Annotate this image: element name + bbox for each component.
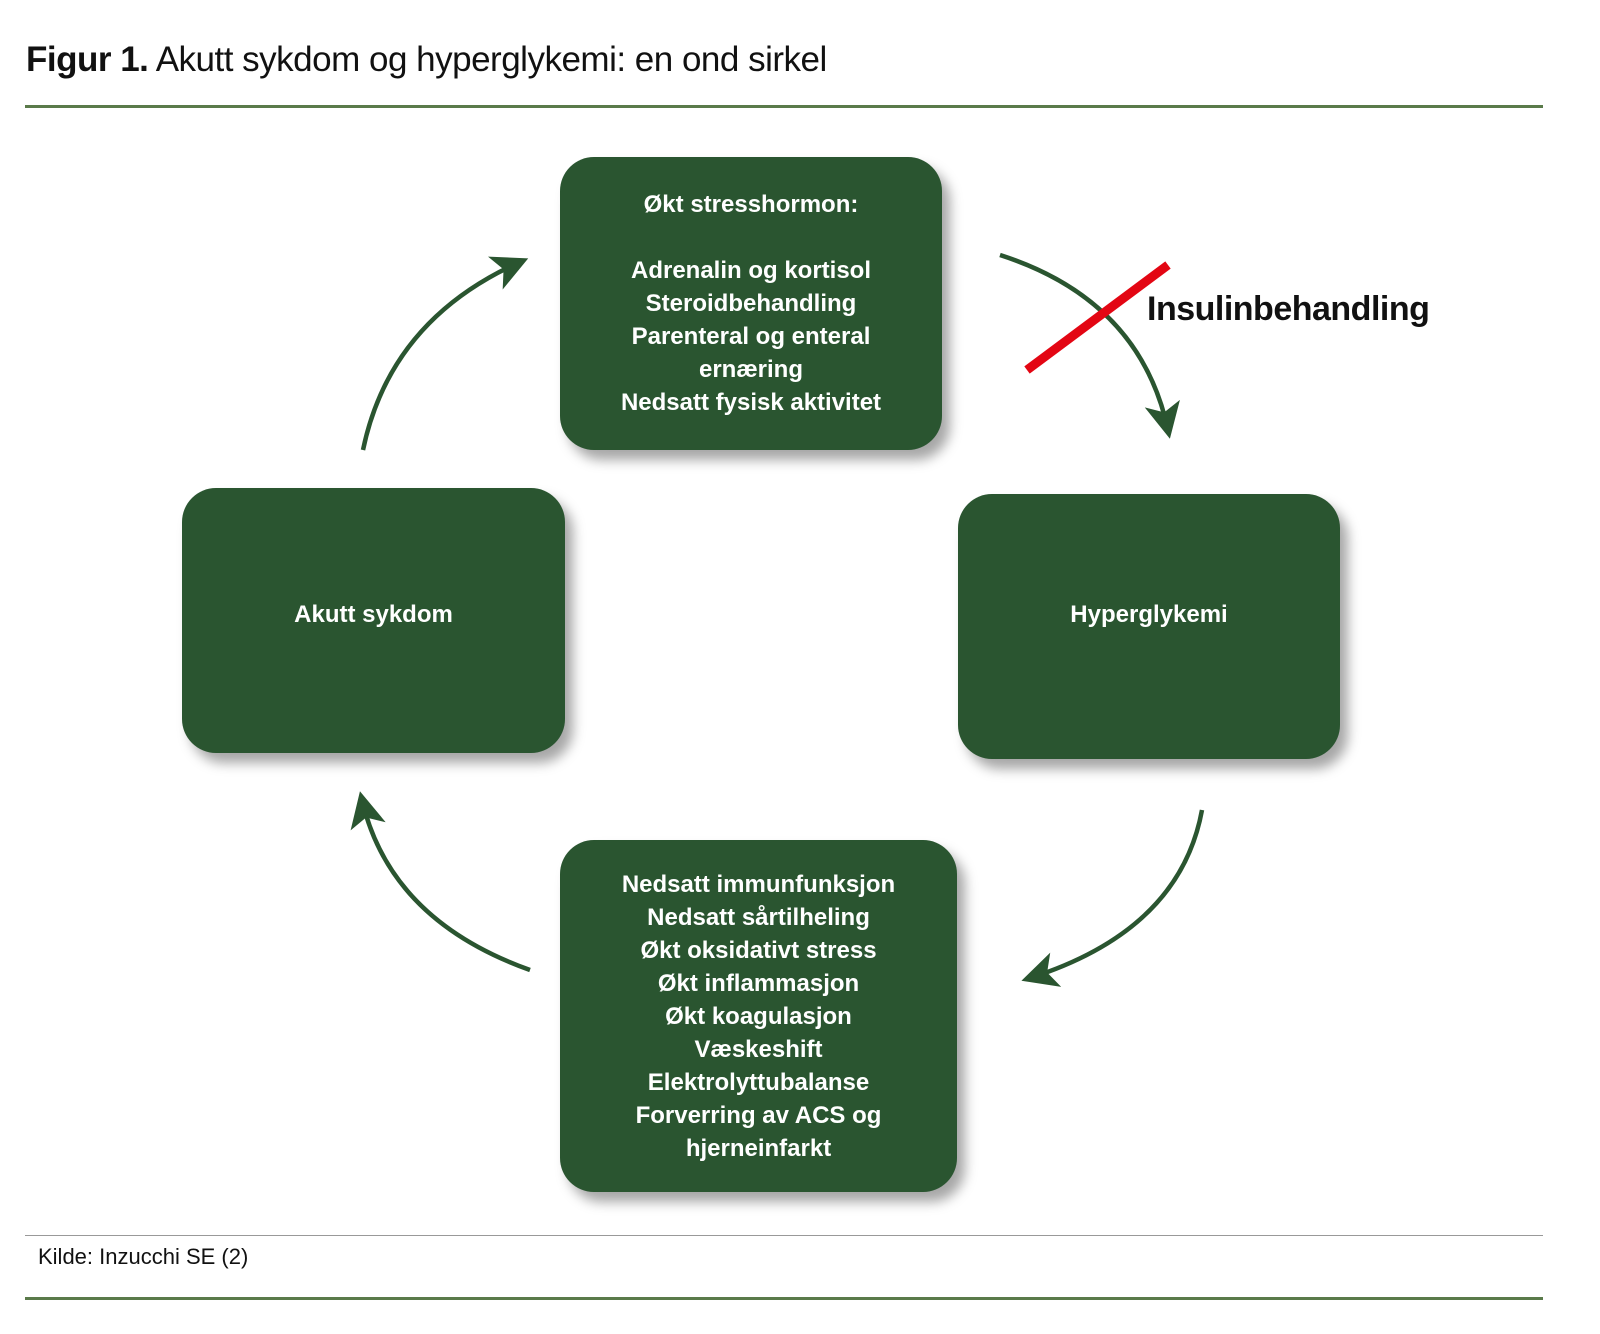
box-line: Nedsatt fysisk aktivitet: [620, 389, 882, 416]
box-line: Elektrolyttubalanse: [647, 1068, 870, 1096]
box-line: Adrenalin og kortisol: [630, 257, 872, 284]
box-line: Parenteral og enteral: [631, 323, 871, 350]
arrow-top-to-right: [999, 252, 1180, 439]
box-line: Nedsatt immunfunksjon: [621, 870, 896, 898]
box-line: Væskeshift: [694, 1035, 823, 1063]
box-line: Forverring av ACS og: [635, 1101, 882, 1129]
box-acute-illness: Akutt sykdom: [182, 488, 565, 753]
box-line: ernæring: [698, 356, 803, 383]
figure-title: Figur 1. Akutt sykdom og hyperglykemi: e…: [26, 40, 827, 80]
arrow-bottom-to-left: [350, 791, 531, 973]
box-label: Akutt sykdom: [294, 601, 453, 628]
blocked-cross-icon: [1024, 261, 1171, 374]
arrow-left-to-top: [360, 256, 529, 451]
box-line: Økt inflammasjon: [657, 969, 860, 997]
figure-title-text: Akutt sykdom og hyperglykemi: en ond sir…: [155, 40, 828, 79]
insulin-treatment-label: Insulinbehandling: [1147, 290, 1430, 328]
box-hyperglycemia: Hyperglykemi: [958, 494, 1340, 759]
figure-label: Figur 1.: [26, 40, 149, 79]
top-divider: [25, 105, 1543, 108]
arrow-right-to-bottom: [1021, 809, 1205, 987]
source-note: Kilde: Inzucchi SE (2): [38, 1244, 249, 1269]
box-line: Økt koagulasjon: [665, 1002, 852, 1030]
box-line: Økt oksidativt stress: [640, 936, 877, 964]
box-heading: Økt stresshormon:: [643, 191, 859, 218]
box-line: hjerneinfarkt: [685, 1134, 832, 1162]
box-line: Steroidbehandling: [645, 290, 857, 317]
box-line: Nedsatt sårtilheling: [647, 903, 870, 931]
box-label: Hyperglykemi: [1070, 601, 1228, 628]
box-stress-hormones: Økt stresshormon: Adrenalin og kortisol …: [560, 157, 942, 450]
box-consequences: Nedsatt immunfunksjon Nedsatt sårtilheli…: [560, 840, 957, 1192]
source-divider: [25, 1235, 1543, 1236]
bottom-divider: [25, 1297, 1543, 1300]
